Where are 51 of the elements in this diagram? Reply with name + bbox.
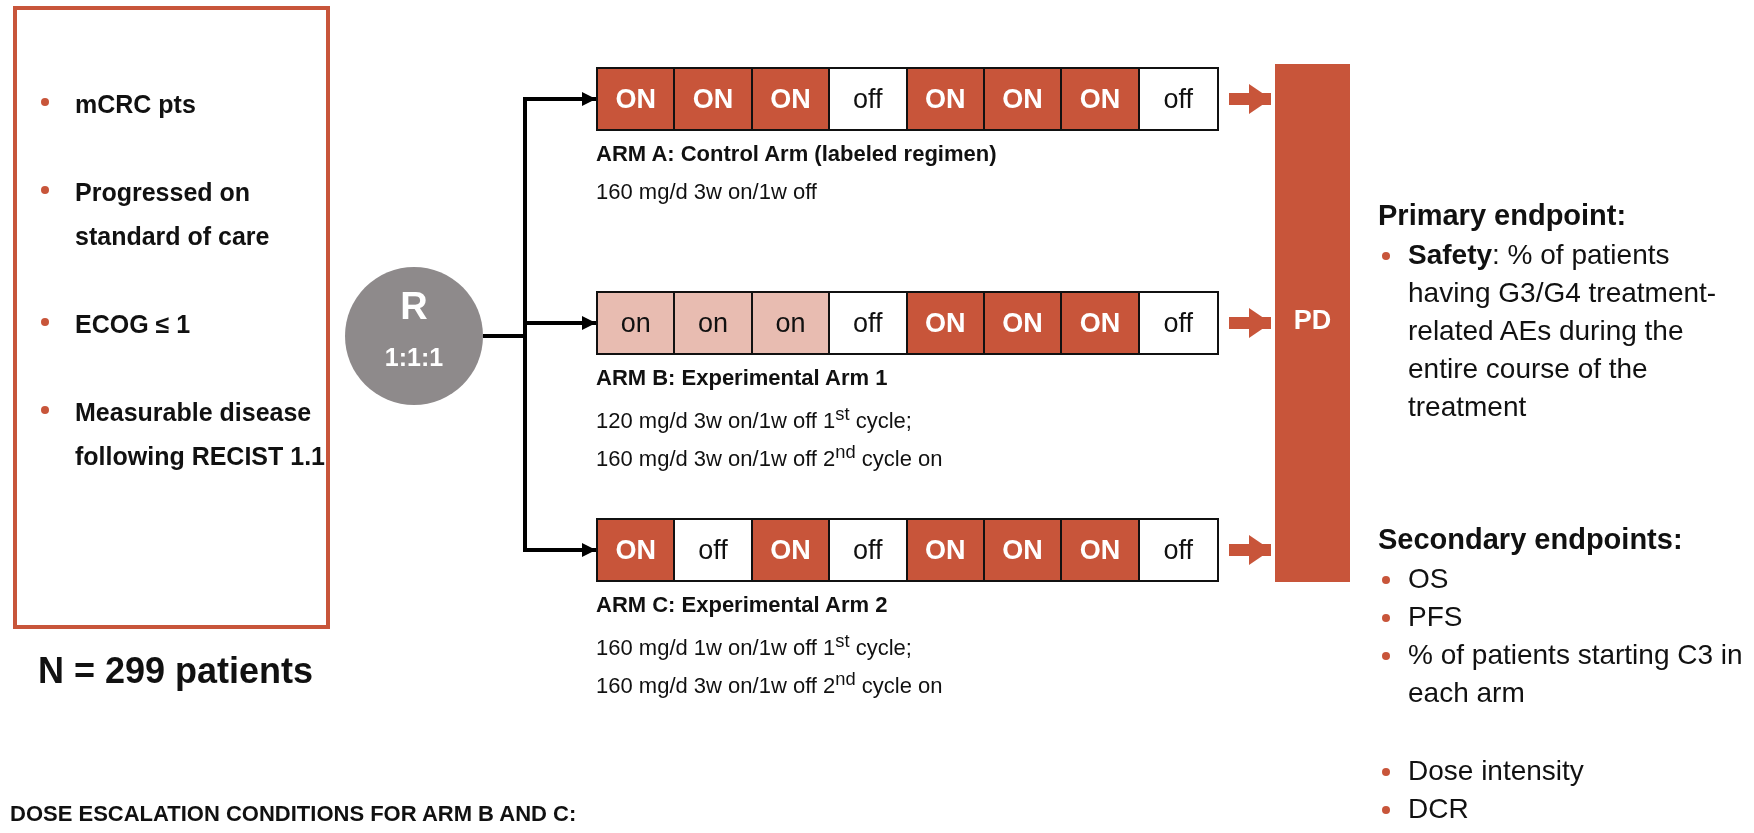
dosing-text: 160 mg/d 3w on/1w off 2$^{nd}$ cycle on	[596, 668, 943, 700]
ratio-text: 1:1:1	[383, 343, 445, 372]
endpoint-text: Dose intensity	[1408, 754, 1585, 788]
dosing-schedule-bar	[596, 518, 1219, 582]
endpoint-text: % of patients starting C3 in each arm	[1408, 638, 1744, 710]
dose-cell: on	[598, 293, 676, 353]
block-arrow	[1229, 84, 1271, 114]
block-arrow	[1229, 308, 1271, 338]
dose-cell: ON	[907, 293, 985, 353]
endpoint-text: Safety: % of patients having G3/G4 treatment-related AEs during the entire course of the treatment	[1408, 238, 1718, 424]
dosing-text: 160 mg/d 3w on/1w off	[596, 179, 817, 205]
endpoint-text: PFS	[1408, 600, 1464, 634]
dose-cell: ON	[907, 520, 985, 580]
dose-cell: ON	[752, 520, 831, 580]
sample-size-text: N = 299 patients	[38, 650, 314, 692]
arm-title: ARM C: Experimental Arm 2	[596, 592, 888, 618]
criterion-text: mCRC pts	[75, 89, 197, 120]
dosing-schedule-bar	[596, 291, 1219, 355]
eligibility-box	[13, 6, 330, 629]
criterion-text: Measurable disease following RECIST 1.1	[75, 397, 325, 472]
endpoint-text: OS	[1408, 562, 1450, 596]
dose-cell: ON	[752, 69, 831, 129]
progression-bar	[1275, 64, 1350, 582]
criterion-text: Progressed on standard of care	[75, 177, 271, 252]
dose-cell: ON	[598, 520, 676, 580]
dose-cell: ON	[1062, 69, 1140, 129]
arrow	[483, 334, 596, 557]
dose-cell: ON	[984, 69, 1063, 129]
endpoint-heading: Primary endpoint:	[1378, 198, 1628, 233]
arm-title: ARM B: Experimental Arm 1	[596, 365, 888, 391]
dose-cell: ON	[1062, 293, 1140, 353]
dose-cell: ON	[1062, 520, 1140, 580]
dosing-text: 120 mg/d 3w on/1w off 1$^{st}$ cycle;	[596, 403, 912, 435]
arm-title: ARM A: Control Arm (labeled regimen)	[596, 141, 997, 167]
dose-cell: on	[675, 293, 753, 353]
note-heading: DOSE ESCALATION CONDITIONS FOR ARM B AND C:	[10, 800, 578, 828]
dose-cell: ON	[984, 293, 1063, 353]
randomization-letter: R	[399, 285, 429, 328]
dosing-text: 160 mg/d 3w on/1w off 2$^{nd}$ cycle on	[596, 441, 943, 473]
endpoint-heading: Secondary endpoints:	[1378, 522, 1684, 557]
dose-cell: ON	[907, 69, 985, 129]
block-arrow	[1229, 535, 1271, 565]
dose-cell: ON	[984, 520, 1063, 580]
dosing-text: 160 mg/d 1w on/1w off 1$^{st}$ cycle;	[596, 630, 912, 662]
dosing-schedule-bar	[596, 67, 1219, 131]
endpoint-text: DCR	[1408, 792, 1470, 826]
dose-cell: on	[752, 293, 831, 353]
dose-cell: ON	[598, 69, 676, 129]
progression-label: PD	[1292, 305, 1333, 336]
dose-cell: ON	[675, 69, 753, 129]
criterion-text: ECOG ≤ 1	[75, 309, 192, 340]
